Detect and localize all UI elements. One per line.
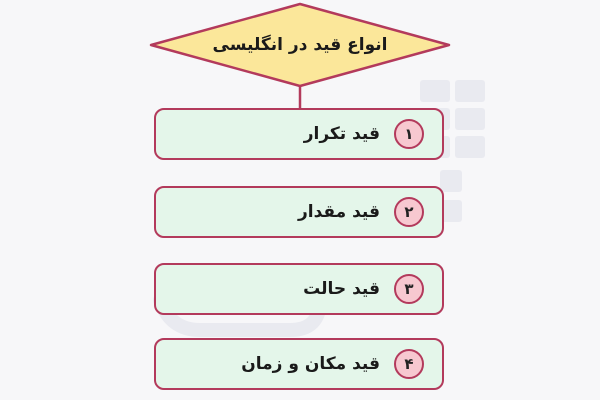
item-number-badge: ۲ (394, 197, 424, 227)
adverb-type-item-3: ۳ قید حالت (154, 263, 444, 315)
item-number-badge: ۴ (394, 349, 424, 379)
adverb-type-item-4: ۴ قید مکان و زمان (154, 338, 444, 390)
diagram-title: انواع قید در انگلیسی (212, 35, 388, 55)
adverb-type-item-2: ۲ قید مقدار (154, 186, 444, 238)
title-diamond (149, 2, 451, 88)
item-number-badge: ۳ (394, 274, 424, 304)
adverb-type-item-1: ۱ قید تکرار (154, 108, 444, 160)
item-label: قید تکرار (303, 124, 380, 144)
item-number-badge: ۱ (394, 119, 424, 149)
item-label: قید مقدار (297, 202, 380, 222)
item-label: قید مکان و زمان (241, 354, 380, 374)
item-label: قید حالت (303, 279, 380, 299)
